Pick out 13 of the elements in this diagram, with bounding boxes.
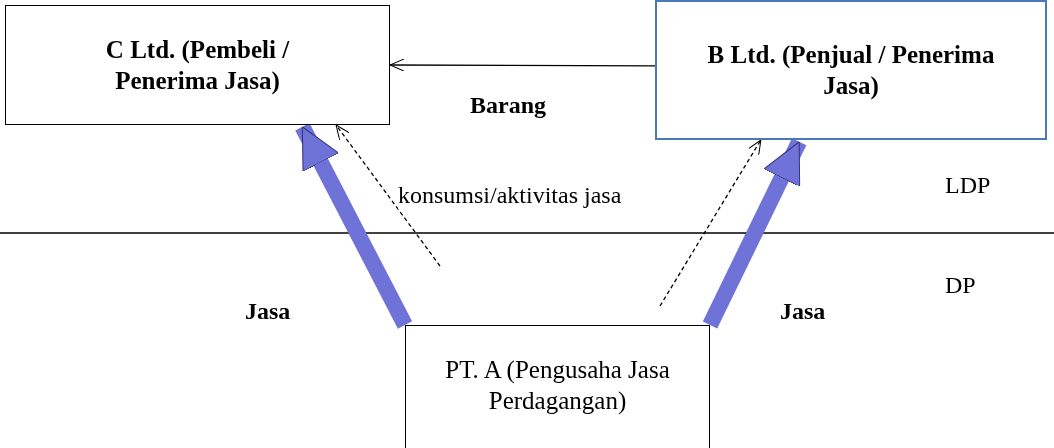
arrow [389, 58, 656, 72]
block-arrow [702, 138, 807, 329]
edge-label: Jasa [780, 298, 826, 325]
entity-box: B Ltd. (Penjual / Penerima Jasa) [655, 0, 1047, 140]
dashed-arrow [335, 124, 441, 267]
block-arrow [295, 123, 413, 329]
dashed-arrow [659, 139, 762, 307]
zone-label: LDP [945, 172, 991, 199]
entity-box: C Ltd. (Pembeli / Penerima Jasa) [5, 5, 390, 125]
zone-label: DP [945, 272, 976, 299]
edge-label: Jasa [245, 298, 291, 325]
entity-box: PT. A (Pengusaha Jasa Perdagangan) [405, 325, 710, 448]
edge-label: Barang [470, 92, 546, 119]
